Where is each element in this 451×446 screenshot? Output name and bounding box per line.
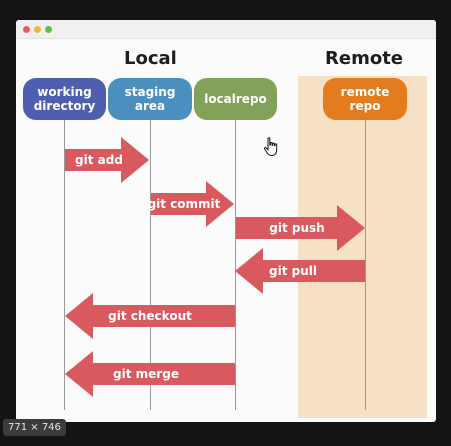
- remote-heading: Remote: [325, 48, 404, 69]
- git-push-label: git push: [269, 221, 324, 235]
- git-commit-arrow: [151, 181, 234, 227]
- staging-area-lifeline: [150, 120, 151, 410]
- diagram-window: Local Remote working directory staging a…: [16, 20, 436, 422]
- localrepo-node: localrepo: [194, 78, 277, 120]
- close-window-button[interactable]: [23, 26, 30, 33]
- local-heading: Local: [124, 48, 177, 69]
- git-merge-arrow: [65, 351, 235, 397]
- git-merge-label: git merge: [113, 367, 179, 381]
- minimize-window-button[interactable]: [34, 26, 41, 33]
- window-titlebar: [16, 20, 436, 39]
- remote-repo-node: remote repo: [323, 78, 407, 120]
- command-arrows: git add git commit git push git pull git…: [65, 137, 365, 397]
- working-directory-node: working directory: [23, 78, 106, 120]
- git-push-arrow: [236, 205, 365, 251]
- git-add-arrow: [65, 137, 149, 183]
- git-add-label: git add: [75, 153, 123, 167]
- remote-panel: [298, 76, 427, 418]
- hand-pointer-icon: [263, 137, 278, 157]
- staging-area-node: staging area: [108, 78, 192, 120]
- git-checkout-label: git checkout: [108, 309, 192, 323]
- localrepo-lifeline: [235, 120, 236, 410]
- git-checkout-arrow: [65, 293, 235, 339]
- maximize-window-button[interactable]: [45, 26, 52, 33]
- remote-repo-lifeline: [365, 120, 366, 410]
- image-size-badge: 771 × 746: [3, 419, 66, 436]
- git-pull-arrow: [235, 248, 365, 294]
- working-directory-lifeline: [64, 120, 65, 410]
- git-commit-label: git commit: [148, 197, 221, 211]
- git-pull-label: git pull: [269, 264, 317, 278]
